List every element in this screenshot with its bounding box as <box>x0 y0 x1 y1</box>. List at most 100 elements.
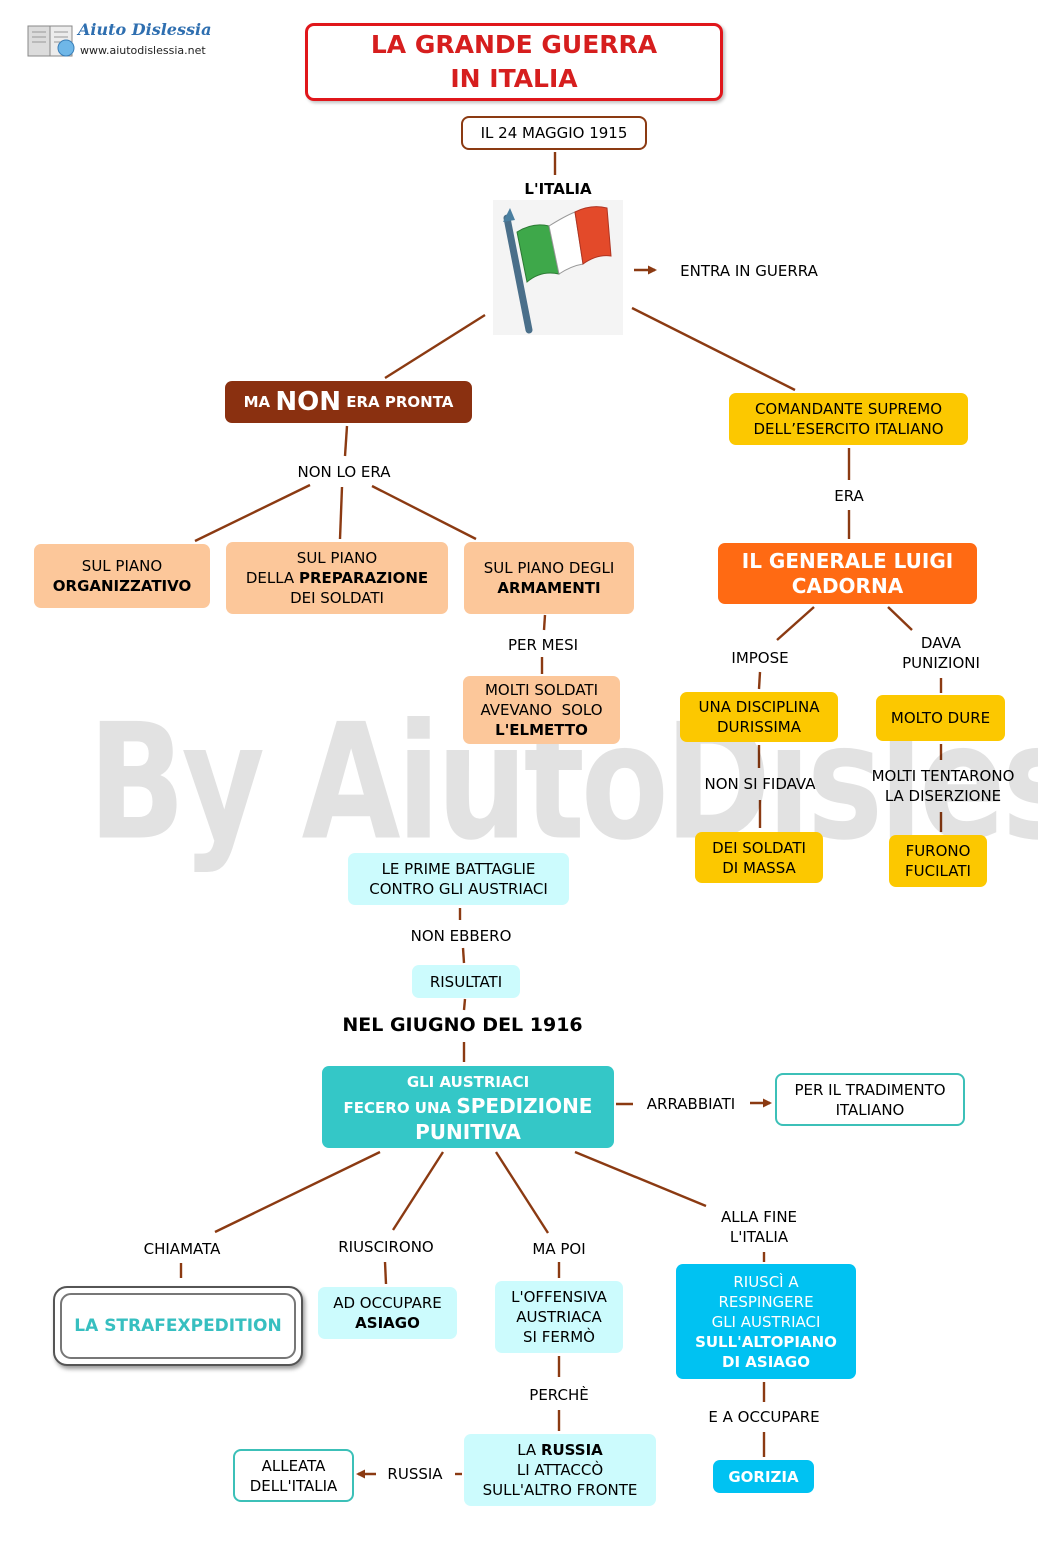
node-non-pronta: MA NON ERA PRONTA <box>225 381 472 423</box>
node-gorizia: GORIZIA <box>713 1460 814 1493</box>
logo-url: www.aiutodislessia.net <box>80 44 206 57</box>
node-elmetto: MOLTI SOLDATI AVEVANO SOLO L'ELMETTO <box>463 676 620 744</box>
node-risultati: RISULTATI <box>412 965 520 998</box>
node-comandante: COMANDANTE SUPREMO DELL’ESERCITO ITALIAN… <box>729 393 968 445</box>
russia-l1a: LA <box>517 1441 541 1459</box>
node-date: IL 24 MAGGIO 1915 <box>461 116 647 150</box>
preparazione-l2a: DELLA <box>245 569 299 587</box>
non-pronta-pre: MA <box>243 393 276 411</box>
russia-l1: LA RUSSIA <box>517 1440 603 1460</box>
label-alla-fine: ALLA FINE L'ITALIA <box>704 1207 814 1247</box>
elmetto-l2: AVEVANO SOLO <box>480 701 603 719</box>
tradimento-l2: ITALIANO <box>835 1100 905 1119</box>
fucilati-l1: FURONO <box>905 842 971 860</box>
respingere-l1: RIUSCÌ A <box>733 1272 799 1291</box>
respingere-l5: DI ASIAGO <box>722 1352 810 1371</box>
label-per-mesi: PER MESI <box>507 636 579 654</box>
russia-l3: SULL'ALTRO FRONTE <box>482 1481 638 1499</box>
organizzativo-l1: SUL PIANO <box>81 557 163 575</box>
spedizione-l1: GLI AUSTRIACI <box>406 1073 530 1091</box>
label-entra-in-guerra: ENTRA IN GUERRA <box>680 262 818 280</box>
fucilati-l2: FUCILATI <box>905 862 971 880</box>
label-non-si-fidava: NON SI FIDAVA <box>704 775 816 793</box>
label-italia: L'ITALIA <box>524 180 592 198</box>
node-disciplina: UNA DISCIPLINA DURISSIMA <box>680 692 838 742</box>
node-preparazione: SUL PIANO DELLA PREPARAZIONE DEI SOLDATI <box>226 542 448 614</box>
node-strafexpedition: LA STRAFEXPEDITION <box>53 1286 303 1366</box>
respingere-l3: GLI AUSTRIACI <box>711 1312 821 1331</box>
soldati-massa-l2: DI MASSA <box>722 858 796 877</box>
asiago-l2: ASIAGO <box>355 1314 420 1332</box>
label-perche: PERCHÈ <box>529 1386 589 1404</box>
label-e-a-occupare: E A OCCUPARE <box>708 1408 820 1426</box>
non-pronta-post: ERA PRONTA <box>341 393 454 411</box>
offensiva-l1: L'OFFENSIVA <box>511 1288 607 1306</box>
page-title: LA GRANDE GUERRA IN ITALIA <box>305 23 723 101</box>
node-asiago: AD OCCUPARE ASIAGO <box>318 1287 457 1339</box>
label-dava-punizioni: DAVA PUNIZIONI <box>886 633 996 673</box>
alleata-l2: DELL'ITALIA <box>249 1476 338 1495</box>
node-organizzativo: SUL PIANO ORGANIZZATIVO <box>34 544 210 608</box>
label-diserzione: MOLTI TENTARONO LA DISERZIONE <box>860 766 1026 806</box>
preparazione-l3: DEI SOLDATI <box>290 589 384 607</box>
comandante-l2: DELL’ESERCITO ITALIANO <box>753 420 944 438</box>
spedizione-l2: FECERO UNA SPEDIZIONE <box>344 1094 593 1120</box>
alla-fine-l2: L'ITALIA <box>729 1228 789 1246</box>
preparazione-l2: DELLA PREPARAZIONE <box>246 568 428 588</box>
russia-l1b: RUSSIA <box>540 1441 603 1459</box>
dava-l2: PUNIZIONI <box>902 654 980 672</box>
label-chiamata: CHIAMATA <box>143 1240 221 1258</box>
diserzione-l1: MOLTI TENTARONO <box>871 767 1015 785</box>
node-respingere: RIUSCÌ A RESPINGERE GLI AUSTRIACI SULL'A… <box>676 1264 856 1379</box>
offensiva-l2: AUSTRIACA <box>516 1308 602 1326</box>
disciplina-l2: DURISSIMA <box>716 718 802 736</box>
node-tradimento: PER IL TRADIMENTO ITALIANO <box>775 1073 965 1126</box>
spedizione-l2a: FECERO UNA <box>343 1099 457 1117</box>
organizzativo-l2: ORGANIZZATIVO <box>52 577 192 595</box>
alleata-l1: ALLEATA <box>261 1456 326 1475</box>
cadorna-l2: CADORNA <box>791 573 904 598</box>
alla-fine-l1: ALLA FINE <box>720 1208 798 1226</box>
asiago-l1: AD OCCUPARE <box>333 1294 442 1312</box>
title-line-1: LA GRANDE GUERRA <box>370 30 658 59</box>
strafexpedition-text: LA STRAFEXPEDITION <box>74 1316 282 1336</box>
label-ma-poi: MA POI <box>532 1240 586 1258</box>
logo-brand: Aiuto Dislessia <box>78 20 212 39</box>
respingere-l4: SULL'ALTOPIANO <box>695 1332 837 1351</box>
label-arrabbiati: ARRABBIATI <box>646 1095 736 1113</box>
offensiva-l3: SI FERMÒ <box>523 1328 595 1346</box>
book-icon <box>27 25 75 57</box>
label-russia: RUSSIA <box>387 1465 443 1483</box>
label-impose: IMPOSE <box>731 649 789 667</box>
cadorna-l1: IL GENERALE LUIGI <box>741 548 954 573</box>
disciplina-l1: UNA DISCIPLINA <box>698 698 820 716</box>
diserzione-l2: LA DISERZIONE <box>884 787 1002 805</box>
italian-flag-image <box>493 200 623 335</box>
node-cadorna: IL GENERALE LUIGI CADORNA <box>718 543 977 604</box>
label-non-lo-era: NON LO ERA <box>297 463 391 481</box>
node-armamenti: SUL PIANO DEGLI ARMAMENTI <box>464 542 634 614</box>
label-riuscirono: RIUSCIRONO <box>338 1238 434 1256</box>
node-soldati-massa: DEI SOLDATI DI MASSA <box>695 832 823 883</box>
preparazione-l2b: PREPARAZIONE <box>298 569 429 587</box>
armamenti-l2: ARMAMENTI <box>497 579 601 597</box>
armamenti-l1: SUL PIANO DEGLI <box>483 559 615 577</box>
soldati-massa-l1: DEI SOLDATI <box>712 838 806 857</box>
russia-l2: LI ATTACCÒ <box>516 1461 604 1479</box>
node-molto-dure: MOLTO DURE <box>876 695 1005 741</box>
non-pronta-big: NON <box>275 387 341 417</box>
dava-l1: DAVA <box>920 634 962 652</box>
label-era: ERA <box>834 487 864 505</box>
molto-dure-text: MOLTO DURE <box>890 709 991 727</box>
spedizione-l2b: SPEDIZIONE <box>456 1094 593 1118</box>
node-alleata: ALLEATA DELL'ITALIA <box>233 1449 354 1502</box>
gorizia-text: GORIZIA <box>728 1467 799 1486</box>
tradimento-l1: PER IL TRADIMENTO <box>794 1080 946 1099</box>
label-non-ebbero: NON EBBERO <box>410 927 512 945</box>
comandante-l1: COMANDANTE SUPREMO <box>754 400 943 418</box>
label-giugno-1916: NEL GIUGNO DEL 1916 <box>342 1014 583 1036</box>
preparazione-l1: SUL PIANO <box>296 549 378 567</box>
node-date-text: IL 24 MAGGIO 1915 <box>480 124 628 142</box>
elmetto-l1: MOLTI SOLDATI <box>484 681 599 699</box>
node-offensiva: L'OFFENSIVA AUSTRIACA SI FERMÒ <box>495 1281 623 1353</box>
